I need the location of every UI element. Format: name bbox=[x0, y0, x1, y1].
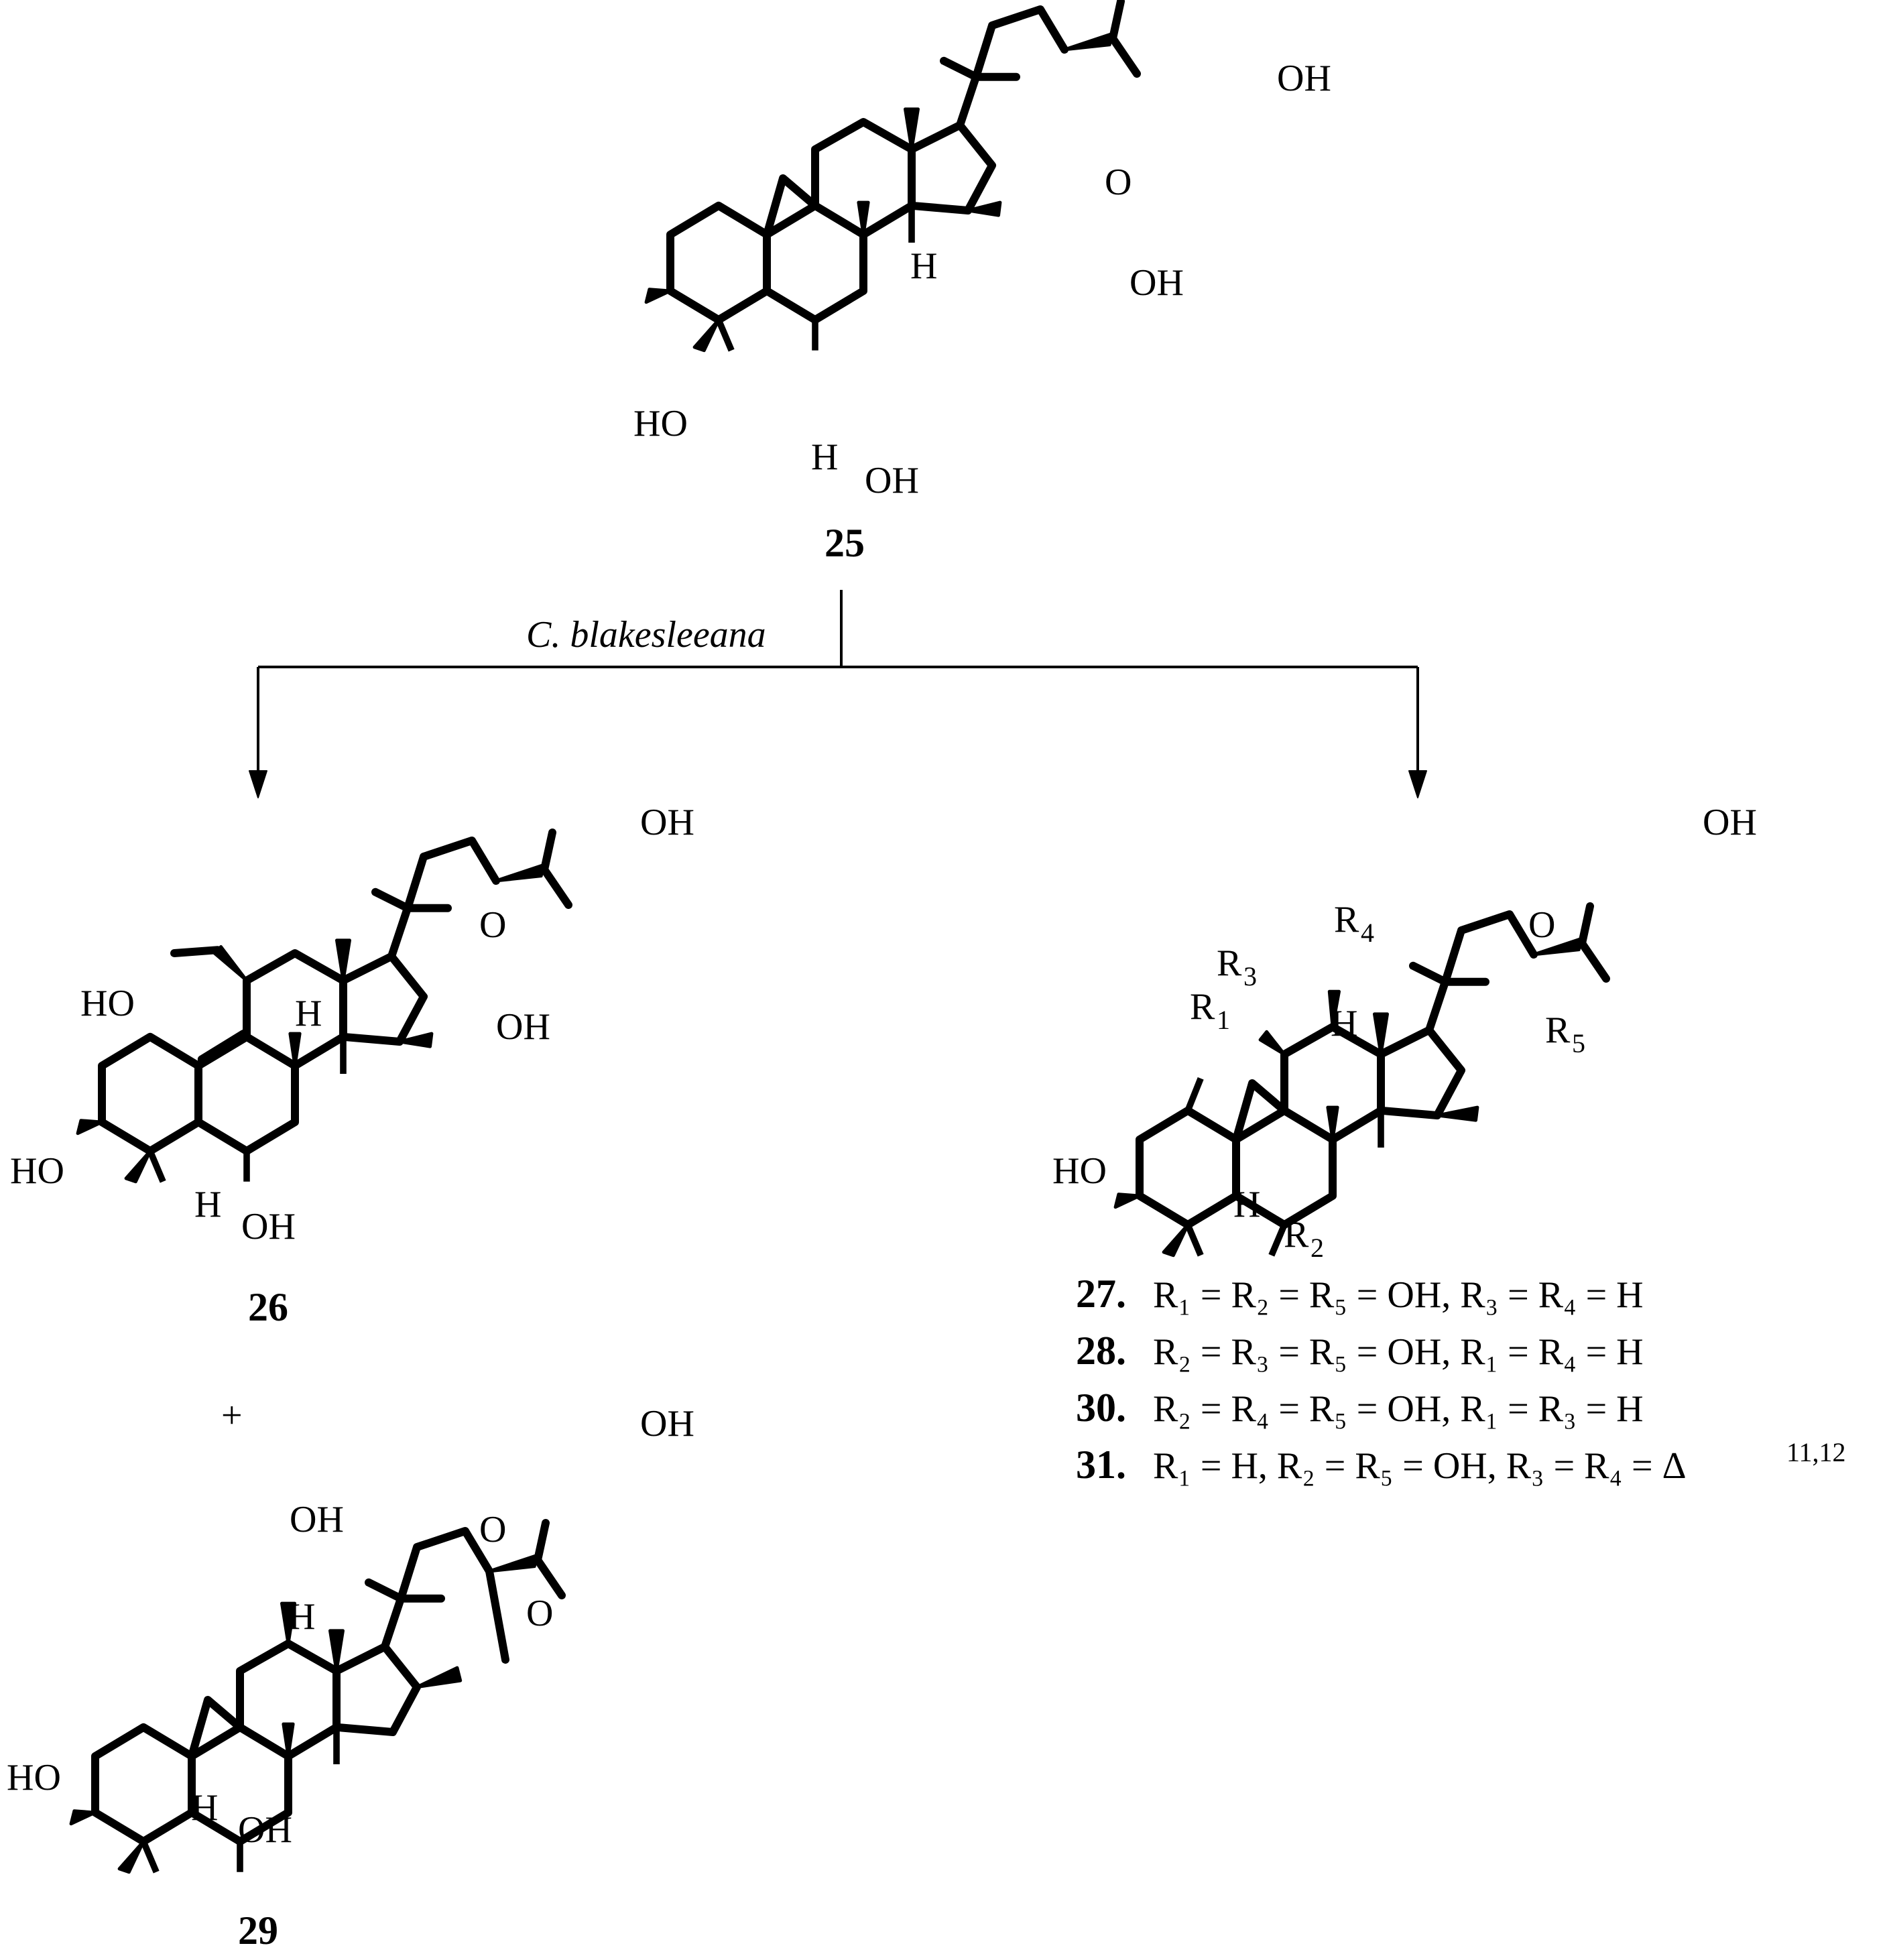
reaction-arrows bbox=[249, 590, 1427, 798]
c29-o-ring: O bbox=[479, 1509, 506, 1550]
svg-text:1: 1 bbox=[1217, 1005, 1230, 1035]
c26-h-5: H bbox=[194, 1184, 221, 1225]
r5-label: R 5 bbox=[1545, 1009, 1585, 1058]
svg-text:5: 5 bbox=[1572, 1028, 1585, 1058]
substitution-table: 27. R₁ = R₂ = R₅ = OH, R₃ = R₄ = H 28. R… bbox=[1076, 1272, 1846, 1487]
c27-ho-3: HO bbox=[1052, 1150, 1107, 1192]
c27-h-5: H bbox=[1233, 1184, 1260, 1225]
compound-26-structure bbox=[76, 828, 573, 1184]
c27-oh-side: OH bbox=[1703, 802, 1757, 843]
c25-ho-3: HO bbox=[633, 403, 688, 444]
svg-text:31.: 31. bbox=[1076, 1443, 1126, 1487]
c26-oh-6: OH bbox=[241, 1206, 296, 1247]
c26-o-ring: O bbox=[479, 904, 506, 946]
c25-h-5: H bbox=[811, 436, 838, 478]
c29-oh-6: OH bbox=[238, 1809, 292, 1851]
c26-h-8: H bbox=[295, 993, 322, 1034]
compound-29-label: 29 bbox=[238, 1908, 278, 1953]
svg-text:2: 2 bbox=[1310, 1233, 1324, 1263]
row-28: 28. R₂ = R₃ = R₅ = OH, R₁ = R₄ = H bbox=[1076, 1329, 1644, 1373]
svg-text:3: 3 bbox=[1243, 961, 1257, 991]
c25-h-8: H bbox=[910, 245, 937, 287]
svg-text:28.: 28. bbox=[1076, 1329, 1126, 1373]
organism-label: C. blakesleeana bbox=[526, 614, 766, 656]
row-30: 30. R₂ = R₄ = R₅ = OH, R₁ = R₃ = H bbox=[1076, 1386, 1644, 1430]
c26-oh-16: OH bbox=[496, 1006, 550, 1048]
r1-label: R 1 bbox=[1190, 986, 1230, 1035]
c29-ho-3: HO bbox=[7, 1757, 61, 1798]
c25-oh-16: OH bbox=[1130, 262, 1184, 304]
c29-h-5: H bbox=[191, 1787, 218, 1829]
svg-text:R₁ = R₂ = R₅ = OH, R₃ = R₄ = H: R₁ = R₂ = R₅ = OH, R₃ = R₄ = H bbox=[1153, 1274, 1644, 1316]
r2-label: R 2 bbox=[1284, 1214, 1324, 1263]
c25-oh-side: OH bbox=[1277, 58, 1331, 99]
plus-sign: + bbox=[221, 1395, 243, 1436]
c29-oh-side: OH bbox=[640, 1403, 694, 1445]
c29-o-bridge: O bbox=[526, 1593, 553, 1634]
compound-25-structure bbox=[644, 0, 1142, 353]
c27-h-8: H bbox=[1331, 1003, 1357, 1044]
svg-text:R: R bbox=[1334, 899, 1359, 940]
svg-text:R₂ = R₄ = R₅ = OH, R₁ = R₃ = H: R₂ = R₄ = R₅ = OH, R₁ = R₃ = H bbox=[1153, 1388, 1644, 1430]
svg-text:30.: 30. bbox=[1076, 1386, 1126, 1430]
svg-text:R: R bbox=[1545, 1009, 1571, 1051]
row-27: 27. R₁ = R₂ = R₅ = OH, R₃ = R₄ = H bbox=[1076, 1272, 1644, 1316]
svg-text:11,12: 11,12 bbox=[1786, 1437, 1846, 1467]
svg-text:R: R bbox=[1190, 986, 1215, 1028]
r4-label: R 4 bbox=[1334, 899, 1374, 948]
svg-text:R₁ = H, R₂ = R₅ = OH, R₃ = R₄: R₁ = H, R₂ = R₅ = OH, R₃ = R₄ = Δ bbox=[1153, 1445, 1687, 1487]
r3-label: R 3 bbox=[1217, 942, 1257, 991]
svg-text:R: R bbox=[1284, 1214, 1309, 1255]
svg-text:R: R bbox=[1217, 942, 1242, 984]
c27-o-ring: O bbox=[1528, 904, 1555, 946]
c25-o-ring: O bbox=[1105, 162, 1132, 203]
c26-ho-3: HO bbox=[10, 1150, 64, 1192]
c26-ho-ch2: HO bbox=[80, 983, 135, 1024]
svg-text:27.: 27. bbox=[1076, 1272, 1126, 1316]
compound-26-label: 26 bbox=[248, 1285, 288, 1329]
compound-27-31-structure bbox=[1113, 902, 1611, 1258]
compound-29-structure bbox=[69, 1518, 566, 1874]
c29-oh-11: OH bbox=[290, 1499, 344, 1540]
row-31: 31. R₁ = H, R₂ = R₅ = OH, R₃ = R₄ = Δ 11… bbox=[1076, 1437, 1846, 1487]
compound-25-label: 25 bbox=[825, 521, 865, 565]
c29-h-8: H bbox=[288, 1596, 315, 1638]
svg-text:4: 4 bbox=[1361, 918, 1374, 948]
c26-oh-side: OH bbox=[640, 802, 694, 843]
c25-oh-6: OH bbox=[865, 460, 919, 501]
svg-text:R₂ = R₃ = R₅ = OH, R₁ = R₄ = H: R₂ = R₃ = R₅ = OH, R₁ = R₄ = H bbox=[1153, 1331, 1644, 1373]
